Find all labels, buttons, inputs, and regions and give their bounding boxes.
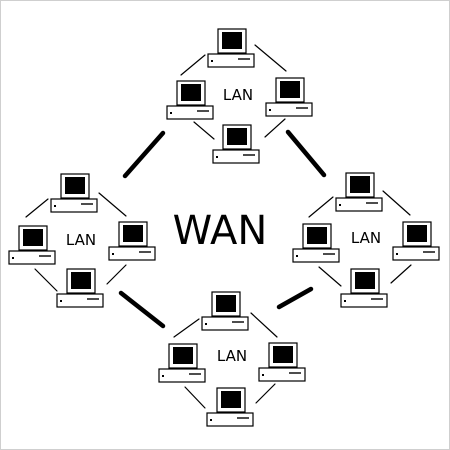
base-unit: [258, 367, 306, 382]
screen: [221, 391, 241, 408]
base-unit: [335, 197, 383, 212]
lan-label-bottom: LAN: [217, 347, 247, 365]
wan-link: [285, 129, 327, 178]
wan-link: [122, 130, 166, 179]
lan-label-right: LAN: [351, 229, 381, 247]
lan-link: [255, 383, 276, 404]
power-led: [210, 419, 212, 421]
power-led: [54, 205, 56, 207]
computer-left-lan-4: [56, 268, 104, 308]
computers: [8, 28, 440, 427]
wan-link: [276, 286, 314, 310]
power-led: [216, 156, 218, 158]
power-led: [170, 112, 172, 114]
screen: [65, 177, 85, 194]
base-unit: [201, 316, 249, 331]
power-led: [12, 257, 14, 259]
computer-left-lan-3: [108, 221, 156, 261]
base-unit: [50, 198, 98, 213]
base-unit: [207, 53, 255, 68]
computer-bottom-lan-4: [206, 387, 254, 427]
lan-label-left: LAN: [66, 231, 96, 249]
lan-link: [173, 318, 200, 338]
lan-link: [106, 264, 127, 285]
screen: [280, 81, 300, 98]
power-led: [162, 375, 164, 377]
wan-link: [118, 290, 166, 329]
computer-right-lan-2: [292, 223, 340, 263]
lan-link: [250, 312, 278, 338]
lan-link: [308, 196, 334, 218]
power-led: [339, 204, 341, 206]
computer-right-lan-1: [335, 172, 383, 212]
lan-link: [254, 44, 287, 72]
computer-top-lan-3: [265, 77, 313, 117]
screen: [23, 229, 43, 246]
computer-top-lan-2: [166, 80, 214, 120]
base-unit: [392, 246, 440, 261]
screen: [350, 176, 370, 193]
power-led: [60, 300, 62, 302]
power-led: [344, 300, 346, 302]
power-led: [262, 374, 264, 376]
lan-link: [25, 198, 49, 218]
computer-top-lan-4: [212, 124, 260, 164]
lan-link: [318, 266, 342, 287]
base-unit: [158, 368, 206, 383]
computer-bottom-lan-2: [158, 343, 206, 383]
base-unit: [340, 293, 388, 308]
screen: [181, 84, 201, 101]
screen: [71, 272, 91, 289]
screen: [227, 128, 247, 145]
lan-label-top: LAN: [223, 86, 253, 104]
base-unit: [292, 248, 340, 263]
power-led: [205, 323, 207, 325]
wan-label: WAN: [173, 208, 268, 254]
computer-bottom-lan-1: [201, 291, 249, 331]
computer-right-lan-3: [392, 221, 440, 261]
lan-link: [184, 386, 206, 409]
lan-link: [193, 121, 215, 140]
base-unit: [206, 412, 254, 427]
computer-top-lan-1: [207, 28, 255, 68]
computer-bottom-lan-3: [258, 342, 306, 382]
base-unit: [8, 250, 56, 265]
screen: [173, 347, 193, 364]
screen: [222, 32, 242, 49]
base-unit: [56, 293, 104, 308]
lan-link: [180, 54, 206, 76]
base-unit: [212, 149, 260, 164]
lan-link: [34, 268, 58, 292]
screen: [307, 227, 327, 244]
base-unit: [166, 105, 214, 120]
power-led: [211, 60, 213, 62]
power-led: [396, 253, 398, 255]
power-led: [112, 253, 114, 255]
lan-link: [98, 192, 127, 217]
lan-link: [390, 264, 412, 284]
power-led: [296, 255, 298, 257]
computer-left-lan-2: [8, 225, 56, 265]
computer-left-lan-1: [50, 173, 98, 213]
screen: [273, 346, 293, 363]
screen: [355, 272, 375, 289]
power-led: [269, 109, 271, 111]
base-unit: [108, 246, 156, 261]
lan-link: [382, 190, 411, 216]
screen: [123, 225, 143, 242]
computer-right-lan-4: [340, 268, 388, 308]
base-unit: [265, 102, 313, 117]
wan-links: [118, 129, 327, 329]
lan-links: [25, 44, 412, 409]
screen: [216, 295, 236, 312]
screen: [407, 225, 427, 242]
lan-link: [264, 118, 286, 138]
